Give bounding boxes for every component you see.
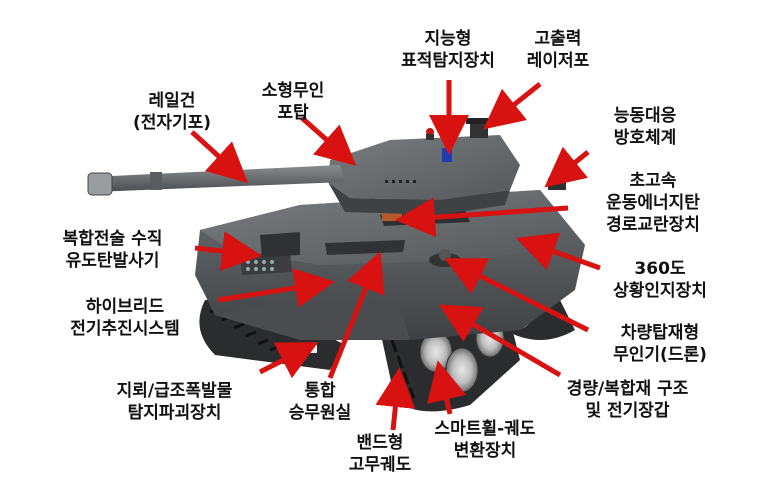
label-laser-line2: 레이저포 <box>526 51 590 71</box>
arrow-drone <box>444 258 590 333</box>
label-sensor360-line2: 상황인지장치 <box>613 281 707 301</box>
label-target-line2: 표적탐지장치 <box>401 51 495 71</box>
railgun-barrel <box>87 165 345 196</box>
label-vertical-line1: 복합전술 수직 <box>62 229 163 249</box>
label-turret-line2: 포탑 <box>277 103 309 123</box>
label-railgun: 레일건 (전자기포) <box>112 90 232 134</box>
label-laser-line1: 고출력 <box>534 29 582 49</box>
label-aps: 능동대응 방호체계 <box>590 105 700 149</box>
label-armor-line1: 경량/복합재 구조 <box>566 379 689 399</box>
label-drone-line2: 무인기(드론) <box>613 345 707 365</box>
arrow-band <box>375 367 416 431</box>
label-hybrid-line1: 하이브리드 <box>85 297 165 317</box>
label-railgun-line1: 레일건 <box>148 91 196 111</box>
label-sensor360-line1: 360도 <box>634 259 686 279</box>
label-aps-line1: 능동대응 <box>613 106 677 126</box>
label-wheel: 스마트휠-궤도 변환장치 <box>410 418 560 462</box>
label-wheel-line2: 변환장치 <box>453 441 517 461</box>
label-vertical-line2: 유도탄발사기 <box>65 251 160 271</box>
label-crew-line1: 통합 <box>304 381 336 401</box>
arrow-crew <box>327 251 385 379</box>
label-hyper-line1: 초고속 <box>629 171 677 191</box>
label-drone: 차량탑재형 무인기(드론) <box>590 322 730 366</box>
label-crew: 통합 승무원실 <box>270 380 370 424</box>
label-hyper-line2: 운동에너지탄 <box>606 193 700 213</box>
arrow-turret <box>300 116 357 166</box>
label-wheel-line1: 스마트휠-궤도 <box>434 419 536 439</box>
label-drone-line1: 차량탑재형 <box>620 323 700 343</box>
label-railgun-line2: (전자기포) <box>132 113 212 133</box>
aps-module <box>548 178 566 190</box>
label-crew-line2: 승무원실 <box>288 403 352 423</box>
arrow-vertical <box>194 231 262 272</box>
label-hybrid-line2: 전기추진시스템 <box>70 319 180 339</box>
label-band: 밴드형 고무궤도 <box>330 432 430 476</box>
label-armor: 경량/복합재 구조 및 전기장갑 <box>540 378 715 422</box>
arrow-aps <box>544 146 590 188</box>
label-mine: 지뢰/급조폭발물 탐지파괴장치 <box>92 380 257 424</box>
callout-arrows <box>190 80 601 431</box>
label-mine-line1: 지뢰/급조폭발물 <box>116 381 233 401</box>
label-hyper: 초고속 운동에너지탄 경로교란장치 <box>578 170 728 236</box>
arrow-hyper <box>395 197 569 238</box>
arrow-railgun <box>190 130 249 184</box>
label-hybrid: 하이브리드 전기추진시스템 <box>40 296 210 340</box>
label-turret: 소형무인 포탑 <box>238 80 348 124</box>
arrow-mine <box>258 342 319 379</box>
label-sensor360: 360도 상황인지장치 <box>590 258 730 302</box>
label-aps-line2: 방호체계 <box>613 128 677 148</box>
label-target: 지능형 표적탐지장치 <box>378 28 518 72</box>
label-armor-line2: 및 전기장갑 <box>585 401 670 421</box>
label-target-line1: 지능형 <box>424 29 472 49</box>
arrow-hybrid <box>217 268 335 308</box>
arrow-laser <box>483 82 542 130</box>
label-turret-line1: 소형무인 <box>261 81 325 101</box>
turret <box>328 118 520 215</box>
label-vertical: 복합전술 수직 유도탄발사기 <box>30 228 195 272</box>
arrow-sensor360 <box>515 232 601 271</box>
arrow-wheel <box>427 360 467 415</box>
label-band-line1: 밴드형 <box>356 433 404 453</box>
label-band-line2: 고무궤도 <box>348 455 412 475</box>
label-mine-line2: 탐지파괴장치 <box>127 403 222 423</box>
arrow-armor <box>439 304 562 378</box>
label-laser: 고출력 레이저포 <box>508 28 608 72</box>
label-hyper-line3: 경로교란장치 <box>606 215 700 235</box>
